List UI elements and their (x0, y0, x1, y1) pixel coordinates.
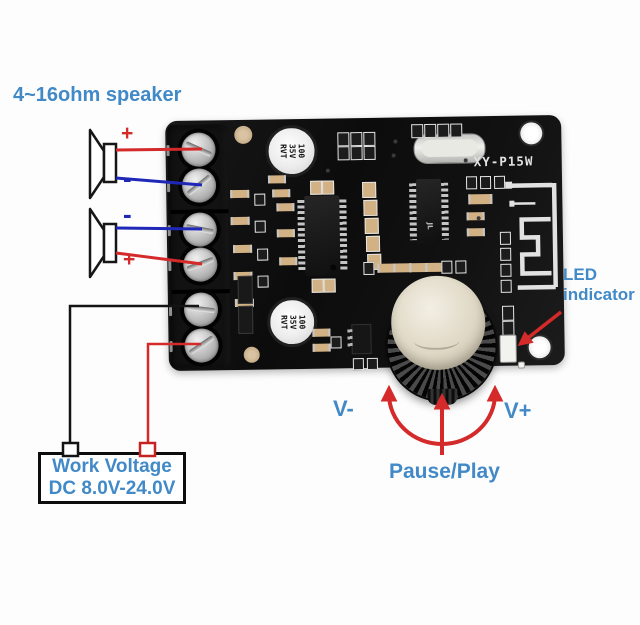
smd-component (455, 260, 467, 274)
smd-component (500, 263, 512, 277)
smd-component (279, 257, 298, 266)
smd-component (463, 158, 468, 163)
smd-component (311, 278, 324, 293)
smd-component (365, 235, 381, 252)
smd-component (424, 123, 437, 139)
smd-component (502, 320, 515, 336)
smd-component (363, 131, 376, 147)
smd-component (272, 189, 291, 198)
led-indicator-label: LED indicator (563, 265, 635, 304)
smd-component (363, 261, 375, 276)
volume-up-label: V+ (504, 398, 532, 423)
smd-component (312, 328, 331, 337)
smd-component (237, 305, 254, 334)
smd-components (165, 115, 565, 371)
smd-component (276, 229, 295, 238)
speaker1-plus-label: + (121, 122, 134, 145)
smd-component (323, 278, 336, 293)
smd-component (230, 216, 250, 226)
smd-component (350, 132, 363, 147)
smd-component (466, 212, 485, 221)
smd-component (476, 216, 481, 221)
work-voltage-text: Work Voltage DC 8.0V-24.0V (48, 456, 176, 499)
smd-component (254, 193, 266, 206)
smd-component (257, 275, 269, 288)
smd-component (310, 180, 323, 195)
volume-down-label: V- (333, 396, 354, 421)
smd-component (468, 193, 493, 205)
speaker1-minus-label: - (123, 163, 132, 193)
smd-component (350, 146, 363, 161)
smd-component (479, 176, 492, 190)
amplifier-board: 100 35V RVT 100 35V RVT XY-P15W JL (165, 114, 565, 406)
smd-component (500, 247, 512, 261)
smd-component (500, 279, 512, 293)
smd-component (391, 153, 396, 158)
smd-component (257, 248, 269, 261)
smd-component (325, 168, 330, 173)
smd-component (517, 361, 525, 369)
smd-component (362, 181, 377, 199)
smd-component (363, 145, 376, 161)
smd-component (267, 175, 287, 184)
smd-component (366, 357, 378, 370)
smd-component (322, 180, 335, 195)
smd-component (466, 228, 485, 237)
smd-component (441, 260, 453, 274)
smd-component (233, 244, 253, 254)
speaker-icon (88, 128, 118, 200)
work-voltage-box: Work Voltage DC 8.0V-24.0V (38, 452, 186, 504)
smd-component (493, 175, 506, 189)
smd-component (337, 146, 350, 161)
smd-component (499, 231, 512, 245)
smd-component (330, 336, 342, 349)
smd-component (411, 124, 424, 139)
smd-component (237, 275, 253, 305)
speaker-spec-label: 4~16ohm speaker (13, 84, 182, 106)
smd-component (364, 217, 379, 235)
smd-component (437, 123, 450, 138)
speaker2-plus-label: + (123, 248, 136, 271)
smd-component (393, 139, 398, 144)
knob-shaft (427, 388, 458, 406)
smd-component (465, 176, 478, 190)
smd-component (254, 220, 266, 233)
smd-component (230, 189, 250, 199)
smd-component (363, 199, 378, 217)
bluetooth-antenna-icon (505, 181, 558, 290)
led-indicator (499, 334, 517, 363)
speaker-icon (88, 207, 118, 279)
smd-component (276, 203, 295, 212)
smd-component (337, 132, 350, 147)
smd-component (352, 358, 364, 371)
speaker2-minus-label: - (123, 199, 132, 229)
smd-component (502, 305, 515, 321)
smd-component (312, 343, 331, 352)
pause-play-label: Pause/Play (389, 460, 500, 483)
smd-component (450, 123, 463, 138)
